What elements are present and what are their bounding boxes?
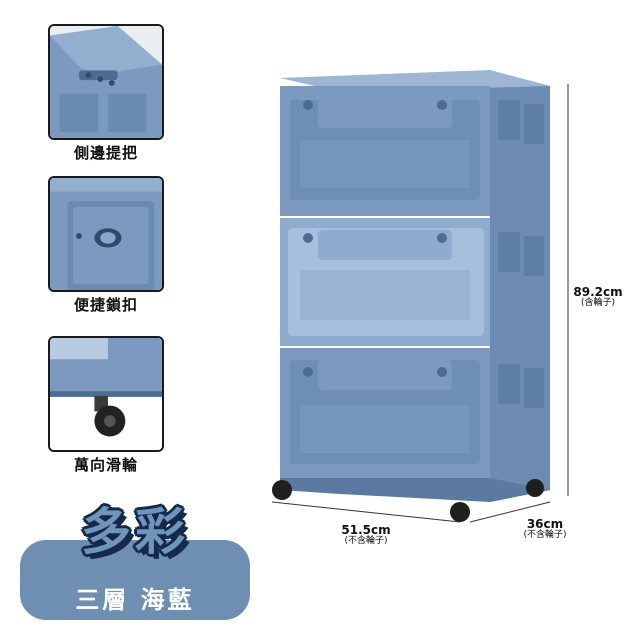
caster-wheel-icon — [50, 338, 162, 450]
feature-label-wheel: 萬向滑輪 — [73, 456, 138, 474]
caster-wheel-thumbnail — [48, 336, 164, 452]
width-value: 51.5cm — [341, 523, 391, 537]
feature-label-lock: 便捷鎖扣 — [73, 296, 138, 314]
badge-title: 多彩 — [81, 503, 189, 561]
height-note: (含輪子) — [580, 297, 616, 308]
feature-label-handle: 側邊提把 — [73, 144, 138, 162]
side-handle-thumbnail — [48, 24, 164, 140]
badge-subtitle: 三層 海藍 — [75, 586, 195, 614]
height-dimension: 89.2cm (含輪子) — [566, 286, 630, 308]
color-badge: 多彩 三層 海藍 — [20, 500, 250, 625]
depth-value: 36cm — [526, 517, 564, 531]
depth-note: (不含輪子) — [523, 529, 567, 540]
lock-buckle-icon — [50, 178, 162, 290]
depth-dimension: 36cm (不含輪子) — [510, 518, 580, 540]
storage-cabinet-image — [260, 60, 590, 540]
badge-plate — [20, 540, 250, 620]
width-dimension: 51.5cm (不含輪子) — [326, 524, 406, 546]
width-note: (不含輪子) — [344, 535, 388, 546]
lock-buckle-thumbnail — [48, 176, 164, 292]
side-handle-icon — [50, 26, 162, 138]
height-value: 89.2cm — [573, 285, 623, 299]
